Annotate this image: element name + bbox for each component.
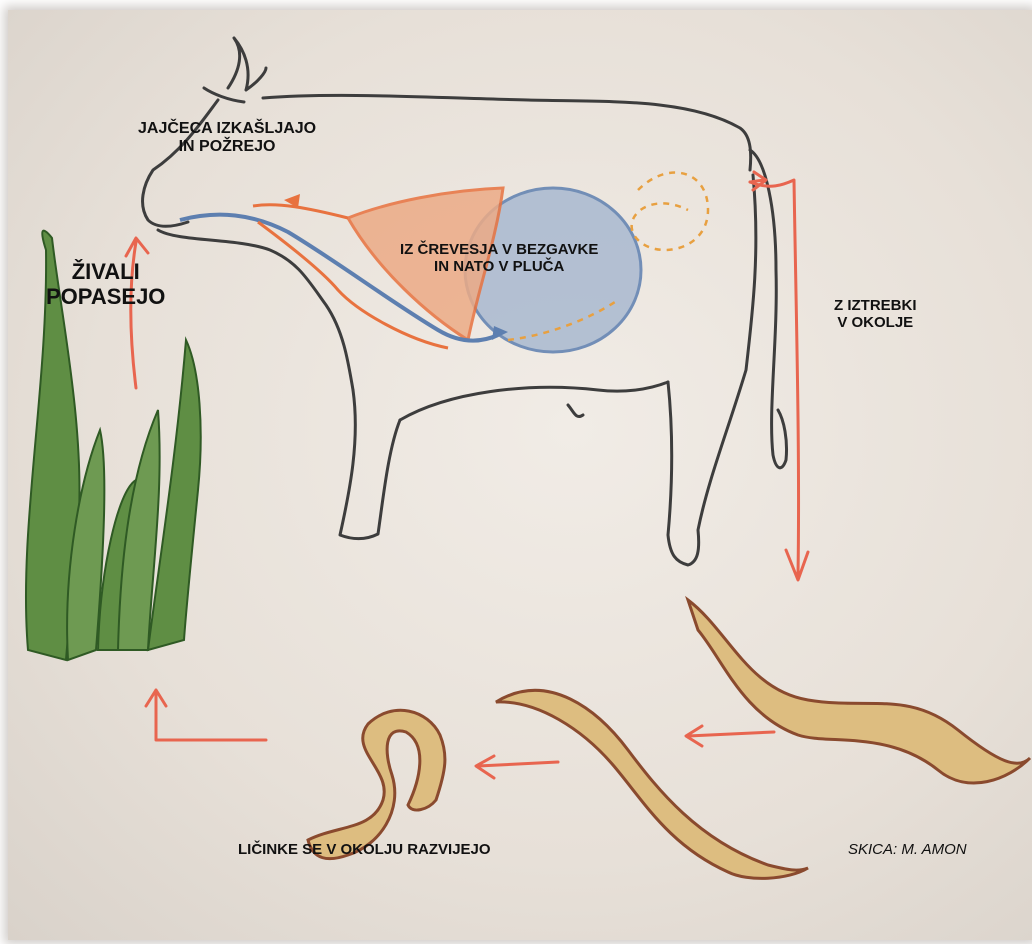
larva-worm <box>308 710 445 858</box>
cow-belly <box>400 382 668 420</box>
cow-hind-leg <box>668 175 756 565</box>
larva-worm <box>688 600 1030 783</box>
label-larvae: LIČINKE SE V OKOLJU RAZVIJEJO <box>238 842 491 859</box>
cow-leg-mark <box>568 405 583 417</box>
cycle-arrow <box>686 726 774 746</box>
label-credit: SKICA: M. AMON <box>848 842 967 859</box>
cow-ear <box>204 88 244 102</box>
cow-back-line <box>263 95 751 170</box>
label-feces: Z IZTREBKI V OKOLJE <box>834 298 917 332</box>
cow-horn <box>228 38 266 90</box>
label-cough-swallow: JAJČECA IZKAŠLJAJO IN POŽREJO <box>138 120 316 156</box>
cycle-arrow <box>146 690 266 740</box>
sketch-paper: JAJČECA IZKAŠLJAJO IN POŽREJO ŽIVALI POP… <box>8 10 1032 940</box>
cycle-arrow <box>476 756 558 778</box>
label-intestine-lungs: IZ ČREVESJA V BEZGAVKE IN NATO V PLUČA <box>400 242 598 276</box>
cow-head <box>143 100 218 226</box>
larva-worms <box>308 600 1030 878</box>
cycle-arrow <box>750 180 808 580</box>
larva-worm <box>496 690 808 878</box>
cow-front-leg <box>340 390 400 539</box>
label-grazing: ŽIVALI POPASEJO <box>46 260 165 309</box>
